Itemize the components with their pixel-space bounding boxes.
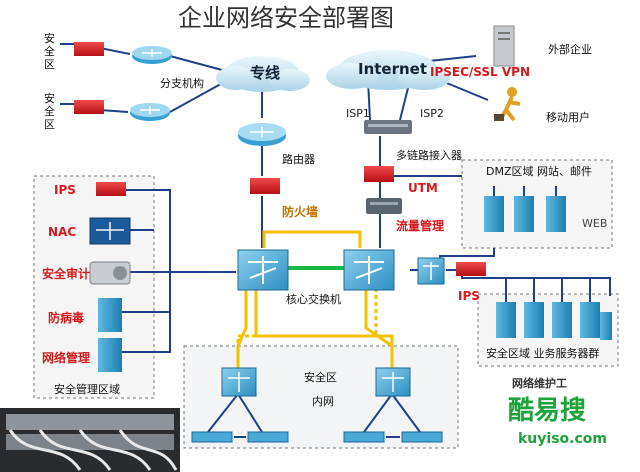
left-top-zone-1: 安全区 [44,32,55,71]
server-switch-icon [417,257,445,285]
dmz-server-icons [484,196,566,232]
watermark-url: kuyiso.com [518,431,607,447]
core-switch-label: 核心交换机 [286,293,341,306]
mobile-user-icon [494,87,521,122]
business-zone-label: 安全区域 业务服务器群 [486,347,600,360]
intranet-region [183,345,459,449]
branch-router-1-icon [132,46,172,64]
intranet-name-label: 内网 [312,395,334,408]
ips-right-label: IPS [458,289,480,303]
dmz-label: DMZ区域 网站、邮件 [486,165,592,178]
patch-panel-photo [0,408,180,472]
business-server-icons [496,302,612,340]
external-company-server-icon [493,25,515,67]
core-switch-left-icon [237,249,289,291]
trunk-links [236,230,394,370]
diagram-title: 企业网络安全部署图 [178,4,394,32]
private-line-cloud [216,56,310,92]
security-management-region [33,175,155,399]
firewall-icons [74,42,486,276]
utm-label: UTM [408,181,438,195]
intranet-zone-label: 安全区 [304,371,337,384]
mgmt-nac-label: NAC [48,225,77,239]
mgmt-antivirus-label: 防病毒 [48,311,85,325]
main-router-icon [238,123,286,146]
internet-label: Internet [358,60,428,78]
access-switch-icons [191,431,443,443]
branch-label: 分支机构 [160,77,204,90]
mobile-user-label: 移动用户 [546,111,590,124]
isp2-label: ISP2 [420,107,444,120]
multilink-label: 多链路接入器 [396,149,462,162]
traffic-mgmt-device-icon [366,198,402,214]
watermark [478,372,630,460]
watermark-brand: 酷易搜 [508,396,587,426]
firewall-label: 防火墙 [282,205,319,219]
watermark-line1: 网络维护工 [512,377,567,390]
traffic-mgmt-label: 流量管理 [396,219,445,233]
mgmt-netmgmt-label: 网络管理 [42,351,91,365]
router-label: 路由器 [282,153,315,166]
intranet-switch-left-icon [221,367,257,397]
mgmt-ips-label: IPS [54,183,76,197]
private-line-label: 专线 [250,64,281,82]
intranet-switch-right-icon [375,367,411,397]
internet-cloud [326,50,450,90]
isp1-label: ISP1 [346,107,370,120]
left-top-zone-2: 安全区 [44,92,55,131]
mgmt-audit-label: 安全审计 [42,267,91,281]
web-label: WEB [582,217,608,230]
core-switch-right-icon [343,249,395,291]
antivirus-server-icon [98,298,122,332]
external-company-label: 外部企业 [548,43,592,56]
ipsec-vpn-label: IPSEC/SSL VPN [430,65,530,79]
mgmt-zone-label: 安全管理区域 [54,383,120,396]
network-mgmt-server-icon [98,338,122,372]
branch-router-2-icon [130,103,170,121]
